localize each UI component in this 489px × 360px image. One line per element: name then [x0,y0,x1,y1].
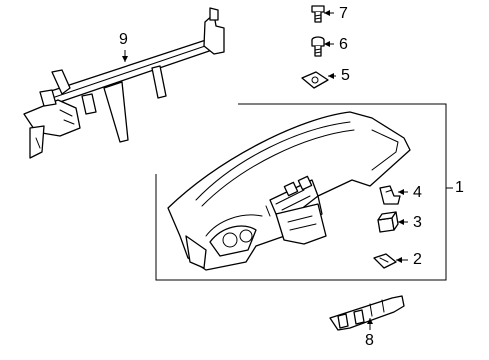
callout-9: 9 [119,31,128,48]
clip-icon [373,253,397,269]
callout-3: 3 [413,214,422,231]
callout-1: 1 [455,179,464,196]
callout-2: 2 [413,251,422,268]
nut-icon [301,71,329,89]
callout-4: 4 [413,184,422,201]
callout-5: 5 [341,67,350,84]
bolt-icon [311,5,325,23]
reinforcement-beam-icon [23,7,225,159]
retainer-icon [377,211,399,233]
callout-7: 7 [339,5,348,22]
callout-8: 8 [365,332,374,349]
screw-icon [311,36,325,57]
lower-bracket-icon [329,295,405,331]
callout-6: 6 [339,36,348,53]
instrument-panel-icon [167,111,411,271]
bracket-clip-icon [379,185,401,205]
